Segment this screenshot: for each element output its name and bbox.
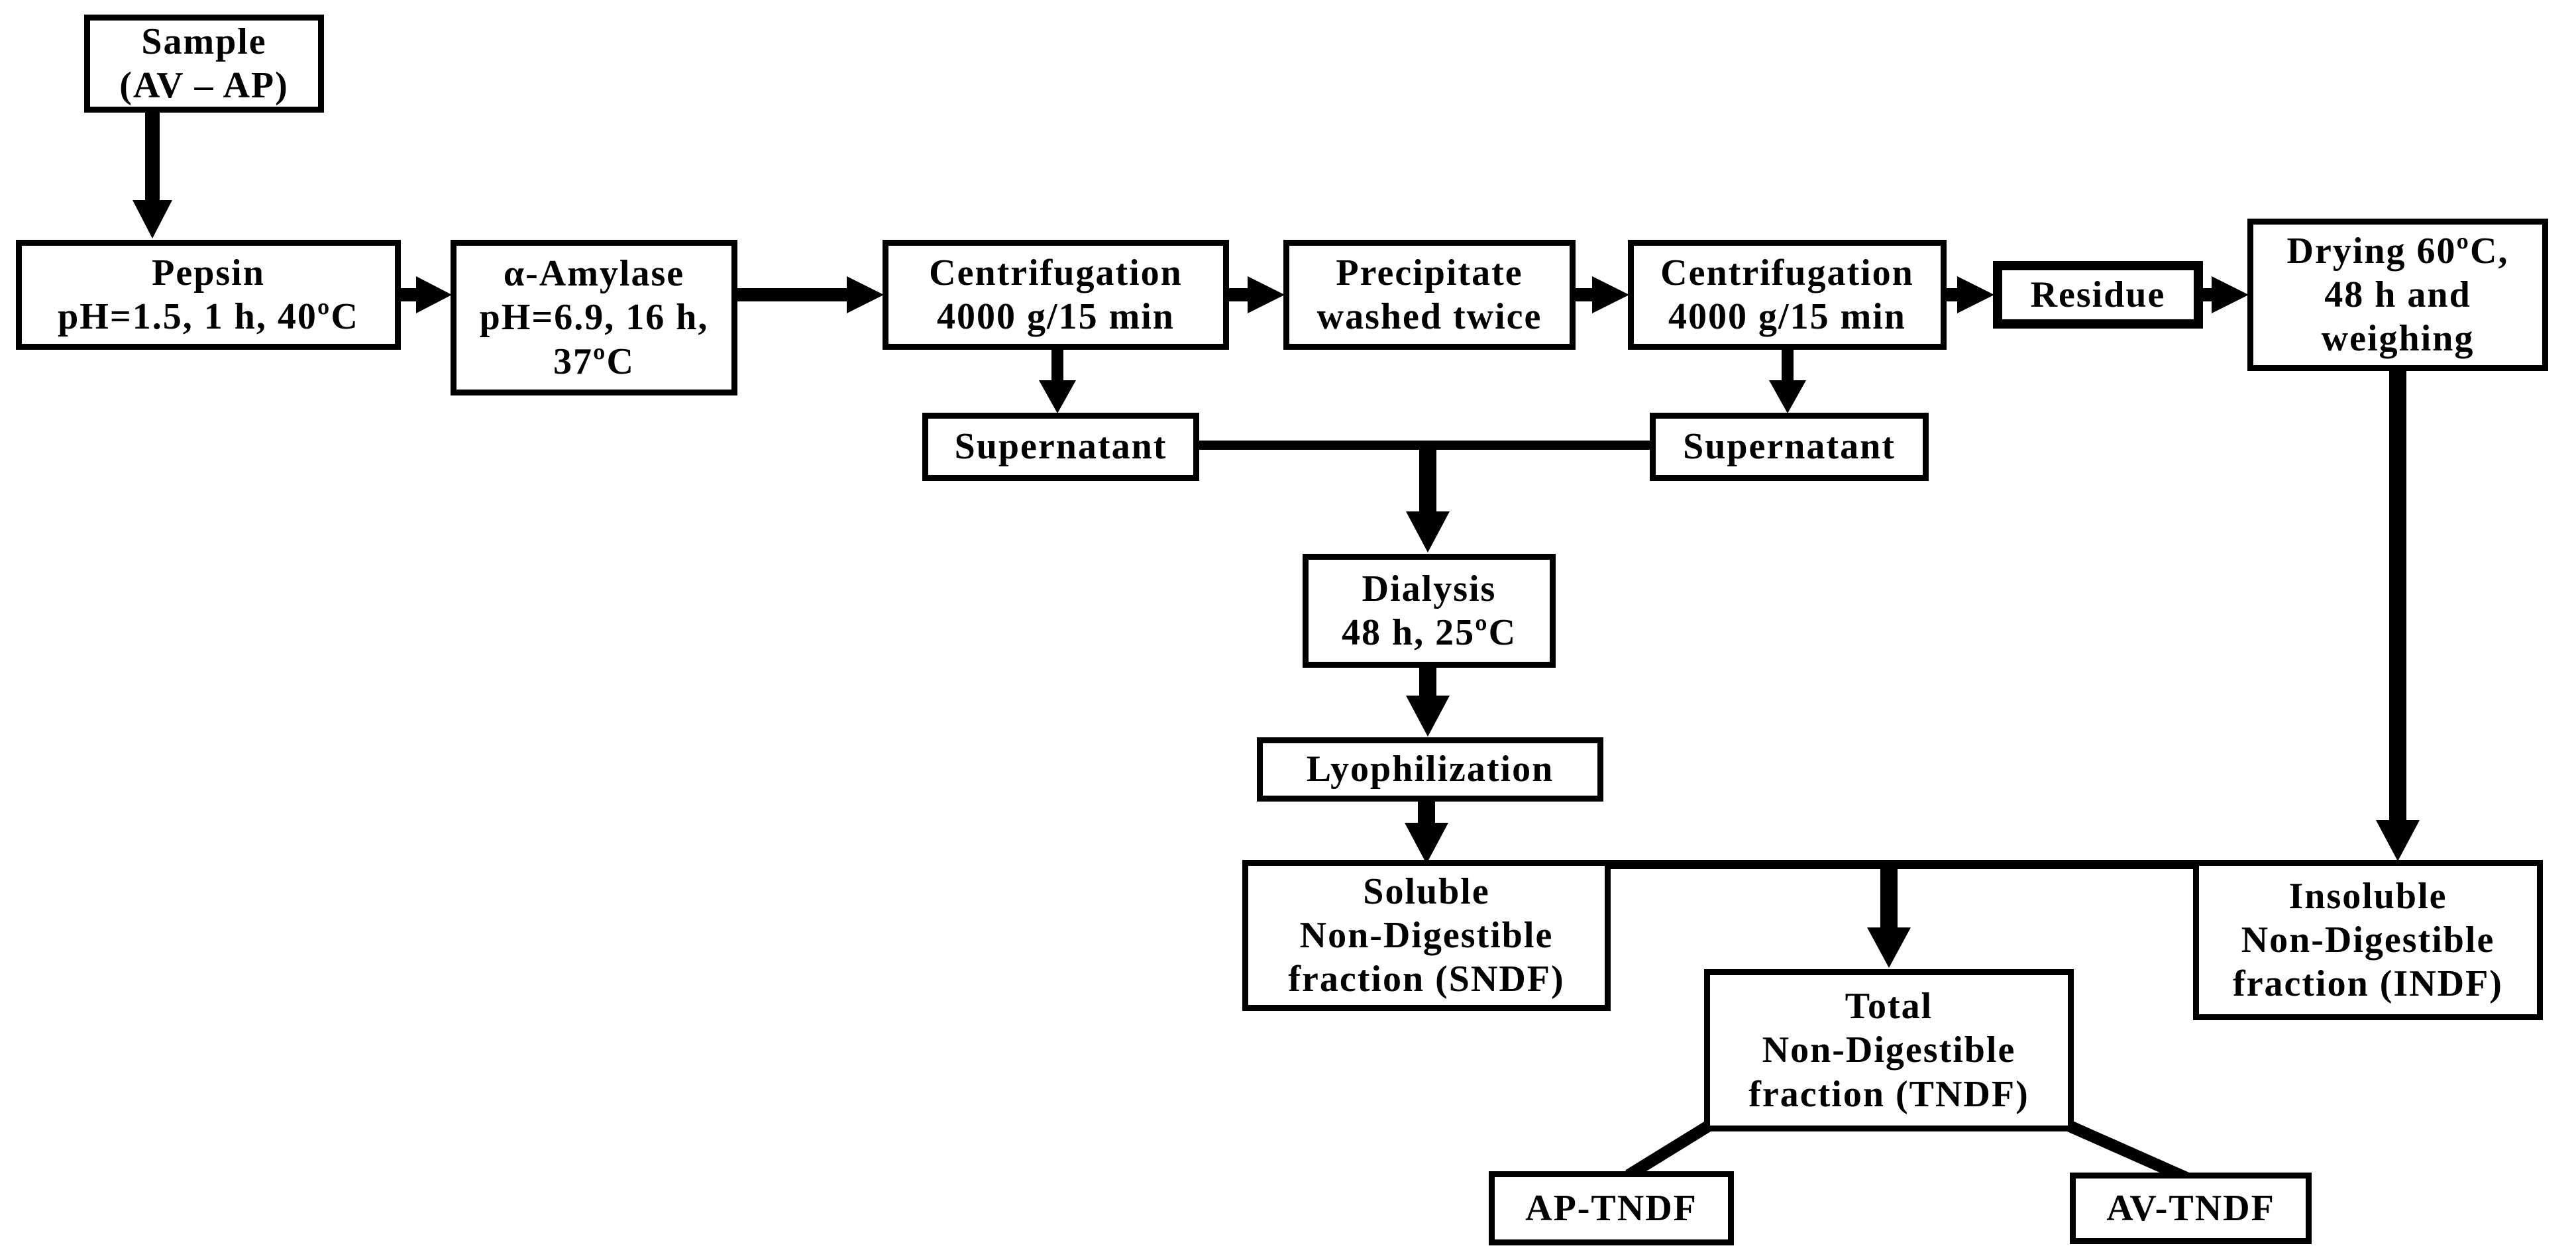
node-dialysis: Dialysis 48 h, 25ºC (1303, 554, 1556, 668)
node-centrifugation-1: Centrifugation 4000 g/15 min (883, 240, 1229, 350)
node-text-line: Lyophilization (1306, 749, 1554, 790)
node-text-line: 48 h and (2324, 274, 2471, 315)
arrow-drying-to-indf (2376, 370, 2420, 861)
node-text-line: Sample (141, 21, 267, 62)
node-text-line: Supernatant (954, 426, 1167, 468)
node-text-line: fraction (INDF) (2233, 963, 2503, 1005)
node-text-line: weighing (2321, 318, 2475, 360)
arrow-junction-to-tndf (1867, 863, 1911, 968)
node-text-line: Centrifugation (1660, 252, 1914, 293)
node-text-line: Drying 60ºC, (2286, 230, 2509, 272)
node-text-line: fraction (SNDF) (1288, 959, 1565, 1000)
arrow-centrifugation-1-to-supernatant-1 (1039, 348, 1076, 413)
node-text-line: Total (1845, 986, 1933, 1027)
node-drying: Drying 60ºC, 48 h and weighing (2247, 219, 2548, 371)
node-text-line: 48 h, 25ºC (1341, 612, 1517, 653)
line-tndf-to-ap-tndf (1625, 1121, 1711, 1180)
node-precipitate: Precipitate washed twice (1283, 240, 1576, 350)
node-text-line: Non-Digestible (1762, 1029, 2016, 1071)
node-text-line: Non-Digestible (2241, 919, 2495, 961)
node-text-line: 37ºC (553, 341, 635, 382)
node-text-line: Pepsin (152, 252, 265, 293)
node-text-line: 4000 g/15 min (1668, 296, 1906, 337)
node-pepsin: Pepsin pH=1.5, 1 h, 40ºC (16, 240, 401, 350)
node-text-line: α-Amylase (503, 253, 685, 295)
node-supernatant-1: Supernatant (922, 413, 1199, 481)
arrow-precipitate-to-centrifugation-2 (1574, 276, 1629, 313)
node-text-line: AP-TNDF (1525, 1187, 1697, 1229)
node-sndf: Soluble Non-Digestible fraction (SNDF) (1242, 860, 1611, 1011)
arrow-lyophilization-to-sndf (1405, 800, 1448, 864)
node-text-line: Supernatant (1683, 426, 1896, 468)
node-indf: Insoluble Non-Digestible fraction (INDF) (2193, 860, 2543, 1020)
node-text-line: Insoluble (2288, 875, 2447, 917)
arrow-pepsin-to-amylase (400, 276, 452, 313)
arrow-amylase-to-centrifugation-1 (736, 276, 884, 313)
node-ap-tndf: AP-TNDF (1489, 1171, 1734, 1245)
node-tndf: Total Non-Digestible fraction (TNDF) (1704, 969, 2074, 1131)
node-text-line: Non-Digestible (1299, 914, 1554, 956)
node-text-line: fraction (TNDF) (1748, 1073, 2029, 1115)
node-text-line: Dialysis (1362, 568, 1497, 609)
node-centrifugation-2: Centrifugation 4000 g/15 min (1628, 240, 1947, 350)
node-text-line: AV-TNDF (2106, 1187, 2275, 1229)
arrow-sample-to-pepsin (133, 111, 172, 238)
node-text-line: washed twice (1316, 296, 1542, 337)
node-text-line: Precipitate (1336, 252, 1523, 293)
node-alpha-amylase: α-Amylase pH=6.9, 16 h, 37ºC (451, 240, 737, 395)
node-sample: Sample (AV – AP) (84, 15, 324, 113)
node-text-line: 4000 g/15 min (937, 296, 1175, 337)
node-text-line: Soluble (1363, 870, 1490, 912)
node-residue: Residue (1993, 261, 2203, 329)
arrow-centrifugation-2-to-supernatant-2 (1769, 348, 1806, 413)
node-supernatant-2: Supernatant (1650, 413, 1929, 481)
arrow-centrifugation-2-to-residue (1945, 276, 1994, 313)
node-text-line: Centrifugation (929, 252, 1183, 293)
arrow-residue-to-drying (2202, 276, 2249, 313)
node-text-line: pH=6.9, 16 h, (479, 297, 709, 339)
node-lyophilization: Lyophilization (1257, 737, 1603, 802)
arrow-centrifugation-1-to-precipitate (1228, 276, 1285, 313)
node-av-tndf: AV-TNDF (2070, 1173, 2312, 1244)
line-tndf-to-av-tndf (2067, 1120, 2189, 1184)
arrow-merge-to-dialysis (1406, 441, 1450, 552)
node-text-line: (AV – AP) (119, 65, 289, 106)
arrow-dialysis-to-lyophilization (1406, 666, 1450, 737)
node-text-line: Residue (2030, 274, 2166, 315)
node-text-line: pH=1.5, 1 h, 40ºC (58, 296, 359, 337)
